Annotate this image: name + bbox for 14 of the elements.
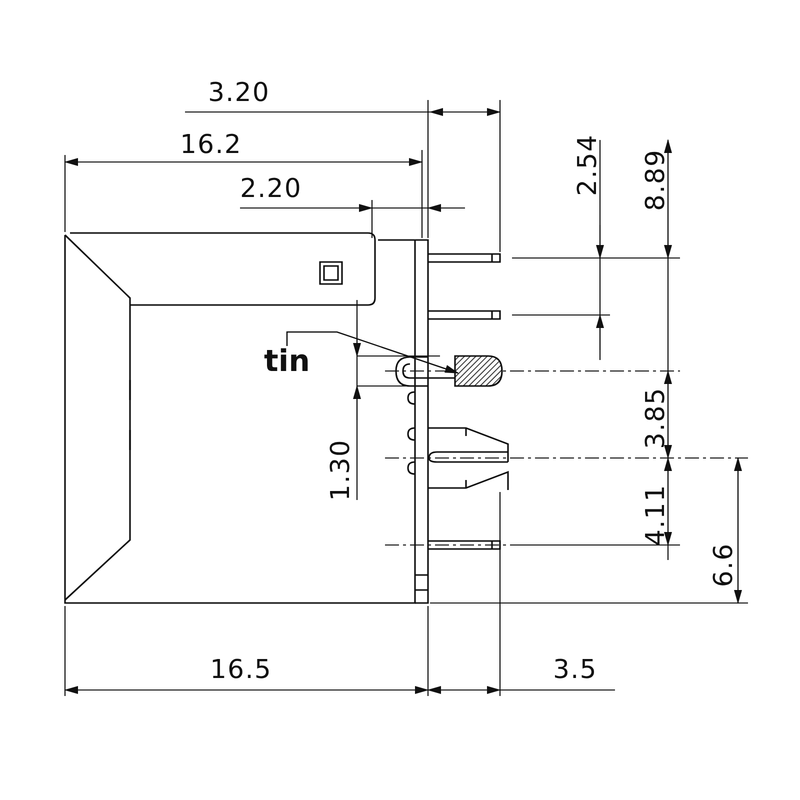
dimension-value: 4.11 bbox=[642, 484, 669, 546]
dimension-value: 3.85 bbox=[642, 387, 669, 449]
dimension-value: 2.20 bbox=[240, 176, 302, 202]
dimension-value: 16.2 bbox=[180, 132, 242, 158]
dimension-value: 16.5 bbox=[210, 657, 272, 683]
leader-line bbox=[286, 331, 459, 374]
dimension-value: 8.89 bbox=[642, 149, 669, 211]
tinned-area bbox=[454, 355, 503, 387]
dimension-value: 3.5 bbox=[553, 657, 598, 683]
dimension-value: 2.54 bbox=[574, 134, 601, 196]
dimension-value: 3.20 bbox=[208, 80, 270, 106]
dimension-value: 1.30 bbox=[328, 439, 354, 501]
callout-label: tin bbox=[264, 347, 310, 377]
dimension-value: 6.6 bbox=[711, 542, 738, 588]
